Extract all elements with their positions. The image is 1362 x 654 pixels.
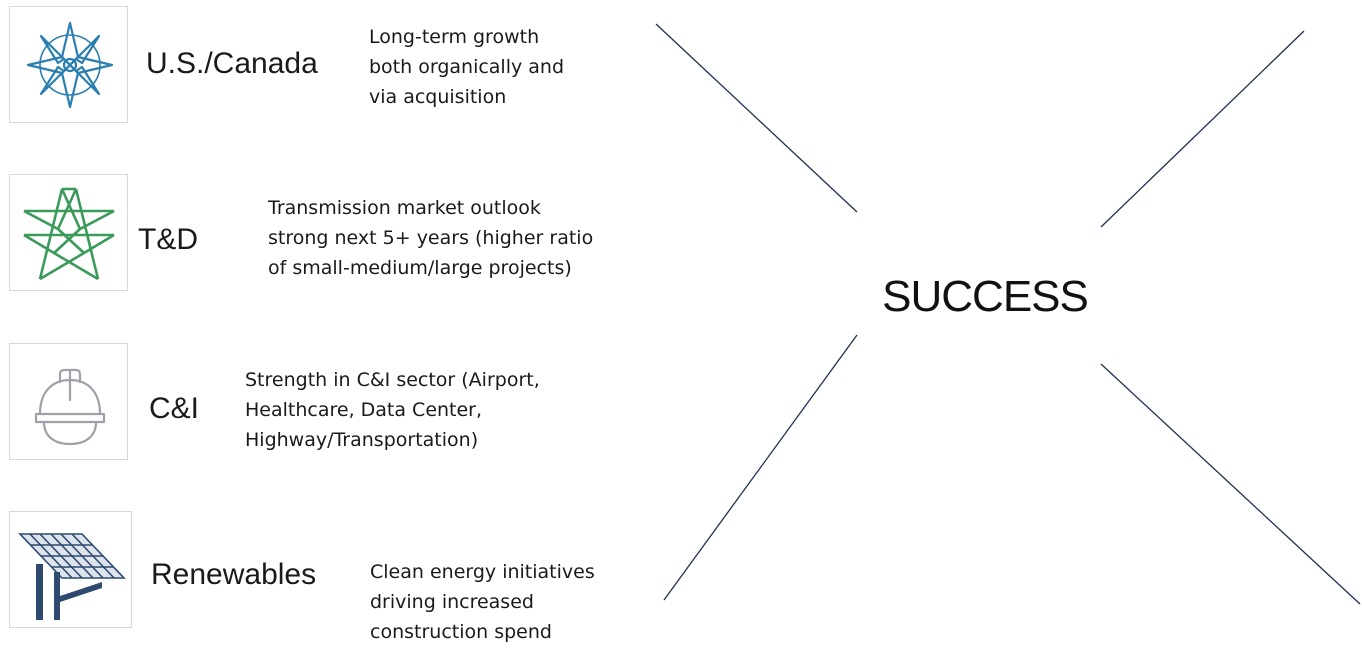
desc-line: construction spend xyxy=(370,621,552,643)
icon-box-renewables xyxy=(9,511,132,628)
line-bottom-right xyxy=(1100,363,1361,605)
icon-box-ci xyxy=(9,343,128,460)
desc-line: Strength in C&I sector (Airport, xyxy=(245,369,540,391)
desc-renewables: Clean energy initiatives driving increas… xyxy=(370,557,595,647)
label-us-canada: U.S./Canada xyxy=(146,47,318,80)
label-renewables: Renewables xyxy=(151,558,317,591)
desc-line: Highway/Transportation) xyxy=(245,429,479,451)
desc-td: Transmission market outlook strong next … xyxy=(268,193,593,283)
desc-line: strong next 5+ years (higher ratio xyxy=(268,227,594,249)
desc-ci: Strength in C&I sector (Airport, Healthc… xyxy=(245,365,540,455)
desc-line: via acquisition xyxy=(369,86,507,108)
solar-panel-icon xyxy=(18,533,126,620)
hard-hat-icon xyxy=(34,368,106,446)
desc-us-canada: Long-term growth both organically and vi… xyxy=(369,22,564,112)
icon-box-td xyxy=(9,174,128,291)
desc-line: of small-medium/large projects) xyxy=(268,257,572,279)
compass-icon xyxy=(26,21,114,109)
icon-box-us-canada xyxy=(9,6,128,123)
desc-line: both organically and xyxy=(369,56,565,78)
transmission-tower-icon xyxy=(23,187,115,281)
label-ci: C&I xyxy=(149,392,200,425)
desc-line: Clean energy initiatives xyxy=(370,561,595,583)
label-td: T&D xyxy=(138,223,198,256)
line-top-right xyxy=(1100,30,1305,228)
desc-line: Long-term growth xyxy=(369,26,540,48)
line-bottom-left xyxy=(663,334,858,601)
desc-line: Healthcare, Data Center, xyxy=(245,399,483,421)
line-top-left xyxy=(655,23,858,213)
desc-line: Transmission market outlook xyxy=(268,197,541,219)
desc-line: driving increased xyxy=(370,591,534,613)
success-title: SUCCESS xyxy=(882,272,1089,321)
